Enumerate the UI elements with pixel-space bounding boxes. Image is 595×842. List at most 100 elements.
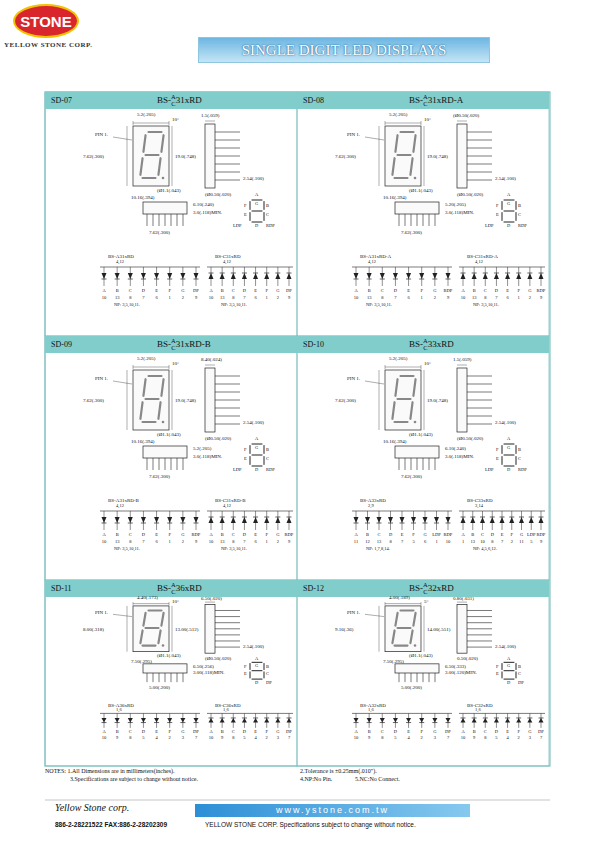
panel-header: SD-09BS-AC31xRD-B — [45, 336, 297, 353]
dimension-label: 0.50(.020) — [457, 656, 478, 661]
segment-stroke — [395, 135, 397, 152]
segment-stroke — [143, 421, 156, 423]
pin-lead — [467, 647, 492, 648]
pin-lead — [417, 458, 418, 470]
leader-line — [113, 137, 132, 140]
dimension-label: 10° — [172, 599, 179, 604]
dimension-label: (Ø1.1(.043) — [409, 188, 433, 193]
diode-symbol — [509, 517, 514, 523]
bottom-view — [143, 202, 187, 214]
dimension-line — [424, 126, 425, 186]
common-bus — [459, 713, 545, 714]
segment-name: D — [142, 730, 145, 735]
segment-stroke — [250, 664, 251, 670]
dimension-label: 3.0(.118)MIN. — [193, 454, 222, 459]
pin-lead — [171, 214, 172, 226]
diode-symbol — [220, 273, 225, 279]
diode-symbol — [167, 273, 172, 279]
segment-stroke — [143, 613, 145, 626]
diode-bar — [354, 523, 359, 524]
pin-lead — [467, 400, 492, 401]
panel-frame — [45, 336, 297, 580]
panel-header: SD-11BS-AC36xRD — [45, 580, 297, 597]
pin-number: 13 — [220, 540, 225, 545]
dimension-label: 2.54(.100) — [243, 420, 264, 425]
dimension-label: 8.40(.024) — [201, 357, 222, 362]
pin-number: 2 — [277, 540, 279, 545]
model-code: SD-07 — [51, 97, 72, 105]
pin-number: 9 — [221, 736, 223, 741]
segment-name: E — [244, 213, 247, 218]
segment-name: G — [276, 533, 279, 538]
segment-name: E — [496, 672, 499, 677]
segment-stroke — [413, 613, 415, 626]
pin-lead — [399, 673, 400, 682]
segment-stroke — [401, 375, 414, 377]
pin-lead — [215, 164, 240, 165]
diode-symbol — [406, 718, 411, 723]
segment-name: B — [116, 533, 119, 538]
pin-number: 9 — [540, 296, 542, 301]
diode-bar — [167, 722, 172, 723]
pin-number: 10 — [354, 736, 359, 741]
diode-symbol — [388, 517, 393, 523]
pin-lead — [467, 132, 492, 133]
segment-name: D — [255, 681, 258, 686]
segment-name: C — [232, 289, 235, 294]
pin-lead — [467, 408, 492, 409]
pin-lead — [467, 172, 492, 173]
segment-name: A — [255, 193, 258, 198]
diode-bar — [446, 279, 451, 280]
segment-name: F — [420, 289, 423, 294]
diode-bar — [128, 523, 133, 524]
pin-number: 7 — [447, 736, 449, 741]
diode-bar — [264, 517, 269, 518]
segment-stroke — [143, 379, 145, 396]
dimension-label: 6.10(.240) — [193, 202, 214, 207]
cathode-code: C — [423, 101, 427, 108]
segment-name: B — [266, 204, 269, 209]
dimension-label: 5.2(.205) — [389, 356, 407, 361]
pin-lead — [215, 622, 240, 623]
panel-frame — [45, 580, 297, 766]
panel-frame — [297, 336, 549, 580]
common-bus — [207, 713, 293, 714]
segment-name: C — [129, 289, 132, 294]
side-view — [205, 604, 215, 653]
diode-symbol — [516, 273, 521, 279]
segment-stroke — [413, 379, 415, 396]
panel-frame — [297, 92, 549, 336]
front-view — [385, 606, 421, 652]
segment-stroke — [161, 135, 163, 152]
pin-lead — [405, 673, 406, 682]
dimension-label: 1.5(.059) — [453, 357, 471, 362]
segment-stroke — [504, 222, 514, 223]
diode-symbol — [527, 718, 532, 723]
note: NOTES: 1.All Dimensions are in millimete… — [45, 768, 174, 774]
segment-name: RDP — [537, 289, 546, 294]
diode-bar — [141, 722, 146, 723]
segment-stroke — [410, 630, 412, 643]
segment-name: B — [518, 448, 521, 453]
segment-name: F — [420, 730, 423, 735]
segment-name: DP — [286, 289, 292, 294]
dimension-label: 10° — [424, 117, 431, 122]
diode-symbol — [154, 273, 159, 279]
segment-stroke — [161, 379, 163, 396]
segment-name: A — [209, 730, 212, 735]
diode-symbol — [209, 517, 214, 523]
segment-name: C — [518, 213, 521, 218]
diode-bar — [472, 717, 477, 718]
diode-symbol — [141, 273, 146, 279]
dimension-line — [457, 602, 467, 603]
segment-stroke — [398, 398, 411, 400]
segment-name: E — [254, 533, 257, 538]
pin-number: 10 — [461, 736, 466, 741]
dimension-label: PIN 1. — [347, 132, 360, 137]
pin-number: 8 — [484, 296, 486, 301]
diode-bar — [423, 523, 428, 524]
diode-symbol — [231, 718, 236, 723]
diode-symbol — [500, 517, 505, 523]
part-prefix: BS- — [409, 340, 423, 349]
segment-name: A — [507, 437, 510, 442]
